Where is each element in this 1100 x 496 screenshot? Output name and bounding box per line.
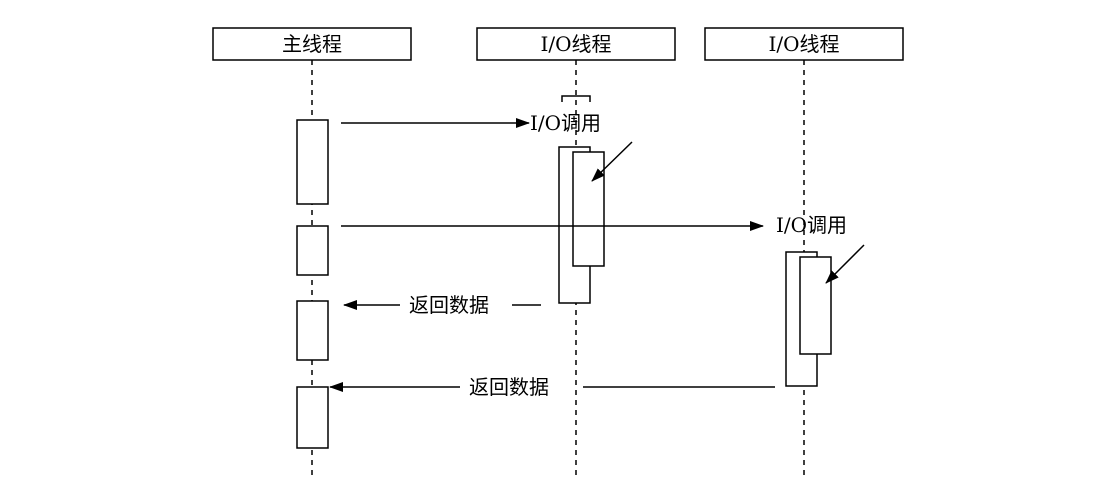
participant-main-thread: 主线程 xyxy=(212,27,412,61)
participant-box xyxy=(476,27,676,61)
call-label-1: I/O调用 xyxy=(530,111,601,135)
return-label-2: 返回数据 xyxy=(469,375,549,399)
pointer-arrow-io1 xyxy=(591,141,633,182)
participant-io-thread-2: I/O线程 xyxy=(704,27,904,61)
io1-activation-inner xyxy=(572,151,605,267)
participant-io-thread-1: I/O线程 xyxy=(476,27,676,61)
participant-box xyxy=(212,27,412,61)
main-activation-2 xyxy=(296,225,329,276)
main-activation-3 xyxy=(296,300,329,361)
main-activation-4 xyxy=(296,386,329,449)
participant-label: I/O线程 xyxy=(540,32,611,56)
pointer-arrow-io2 xyxy=(825,244,865,284)
participant-label: I/O线程 xyxy=(768,32,839,56)
call-label-2: I/O调用 xyxy=(776,213,847,237)
main-activation-1 xyxy=(296,119,329,205)
io2-activation-inner xyxy=(799,256,832,355)
return-label-1: 返回数据 xyxy=(409,293,489,317)
lifeline-bracket xyxy=(561,95,591,102)
participant-label: 主线程 xyxy=(282,32,342,56)
